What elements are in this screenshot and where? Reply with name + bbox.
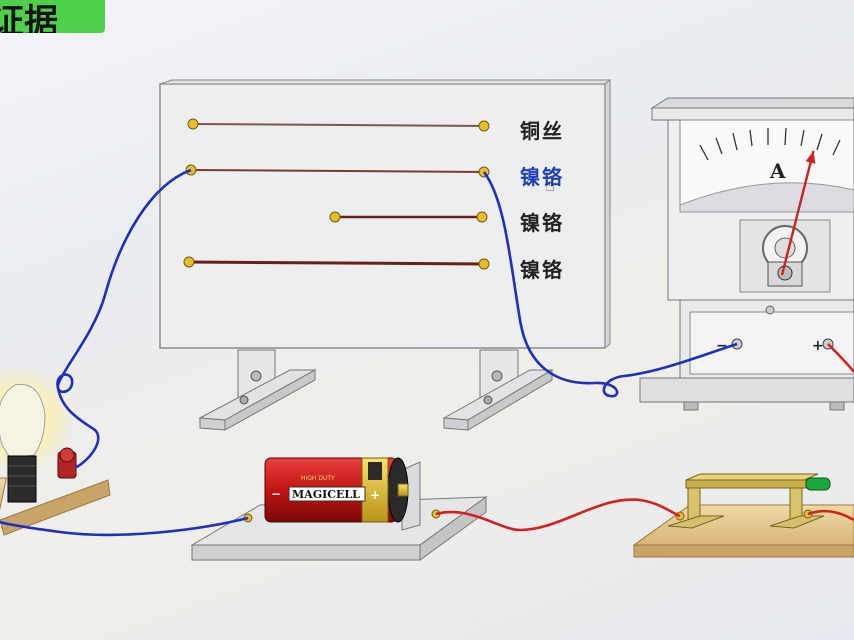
battery-small-text: HIGH DUTY bbox=[301, 475, 335, 482]
red-wire-ammeter-pos[interactable] bbox=[827, 343, 854, 373]
ammeter-needle-tip bbox=[805, 150, 816, 164]
ammeter-unit: A bbox=[769, 159, 786, 183]
page-title: 证据 bbox=[0, 2, 58, 33]
ammeter: A − + bbox=[639, 97, 854, 411]
ammeter-neg-label: − bbox=[716, 338, 728, 354]
knife-switch[interactable] bbox=[632, 473, 854, 558]
board-wire-1[interactable] bbox=[187, 118, 490, 132]
board-wire-2[interactable] bbox=[185, 164, 490, 178]
battery-pos-label: + bbox=[370, 488, 380, 502]
battery-brand: MAGICELL bbox=[292, 488, 360, 501]
board-stand-right bbox=[442, 349, 554, 431]
wire-label-copper[interactable]: 铜丝 bbox=[520, 119, 564, 143]
red-wire-switch-right[interactable] bbox=[807, 509, 854, 522]
blue-wire-board-to-ammeter[interactable] bbox=[482, 171, 738, 398]
ammeter-pos-label: + bbox=[812, 338, 824, 354]
ammeter-needle bbox=[780, 150, 815, 276]
hand-cursor-icon: ☝ bbox=[545, 176, 555, 195]
blue-wire-battery-to-bulb[interactable] bbox=[0, 516, 249, 537]
light-bulb[interactable] bbox=[0, 365, 111, 536]
wire-label-nichrome-3[interactable]: 镍铬 bbox=[520, 258, 564, 282]
wire-label-nichrome-1[interactable]: 镍铬 bbox=[520, 165, 564, 189]
ammeter-scale bbox=[699, 127, 841, 161]
board-stand-left bbox=[198, 349, 317, 431]
wire-label-nichrome-2[interactable]: 镍铬 bbox=[520, 211, 564, 235]
board-wire-3[interactable] bbox=[329, 211, 488, 223]
red-wire-battery-to-switch[interactable] bbox=[435, 498, 681, 532]
battery-neg-label: − bbox=[271, 487, 281, 501]
board-wire-4[interactable] bbox=[183, 256, 490, 270]
blue-wire-board-to-bulb[interactable] bbox=[56, 168, 192, 470]
battery[interactable]: MAGICELL HIGH DUTY − + bbox=[264, 457, 409, 523]
title-tab: 证据 bbox=[0, 0, 105, 33]
